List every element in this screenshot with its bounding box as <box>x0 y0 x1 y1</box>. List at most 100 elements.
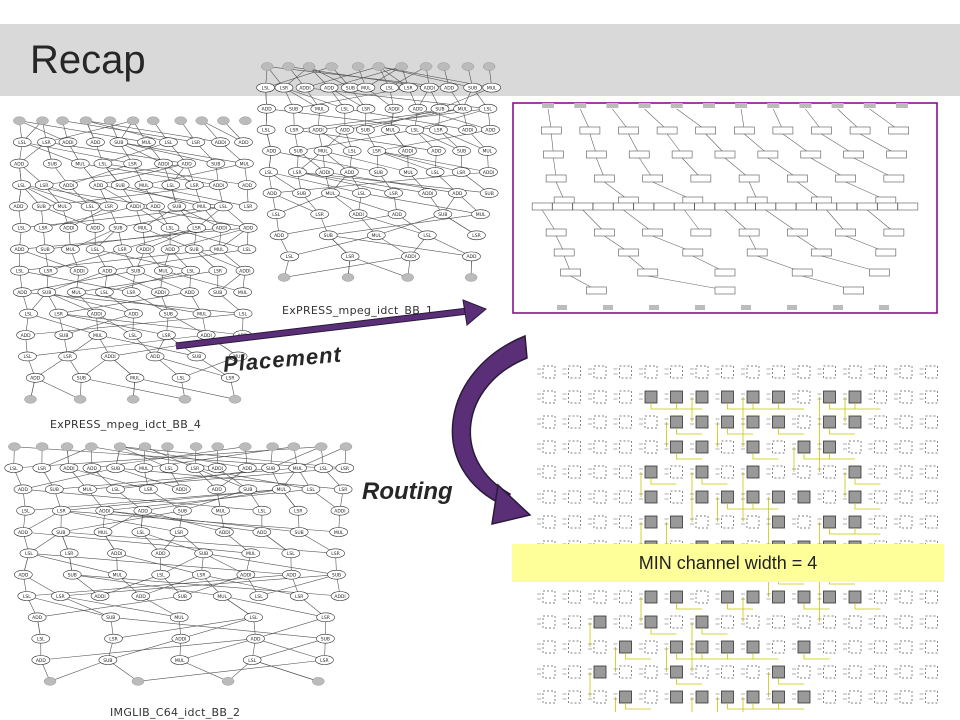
dfg-bb1-node: ADD <box>340 167 359 177</box>
placement-cell <box>883 228 905 237</box>
dfg-bb2-node: LSL <box>151 569 170 580</box>
dfg-bb2-node <box>60 442 74 451</box>
placement-cell <box>843 286 864 295</box>
routing-cell-active <box>721 640 734 654</box>
svg-text:ADD: ADD <box>93 183 104 189</box>
svg-text:SUB: SUB <box>59 333 68 339</box>
dfg-bb4-node <box>13 116 26 125</box>
routing-cell-active <box>797 690 811 704</box>
routing-cell-empty <box>874 390 887 404</box>
dfg-bb4-node: SUB <box>159 308 178 319</box>
svg-text:MUL: MUL <box>197 311 207 317</box>
placement-io-pad <box>603 305 613 310</box>
dfg-bb2-node: MUL <box>241 548 261 559</box>
dfg-bb1-node: SUB <box>288 146 308 156</box>
routing-cell-active <box>848 590 862 604</box>
dfg-bb1-node: ADDI <box>401 251 420 262</box>
dfg-bb4-node: LSL <box>233 308 253 319</box>
routing-cell-empty <box>746 665 760 679</box>
placement-cell <box>543 150 564 159</box>
dfg-bb1-node: LSL <box>335 103 355 114</box>
routing-cell-active <box>823 415 836 429</box>
dfg-bb4-node: MUL <box>154 265 173 276</box>
dfg-bb4-node: MUL <box>134 180 154 190</box>
routing-cell-empty <box>797 415 811 429</box>
svg-text:LSR: LSR <box>373 149 382 155</box>
dfg-bb1-node: SUB <box>433 209 453 219</box>
dfg-bb4-node: ADD <box>12 287 32 297</box>
dfg-bb2-node: ADDI <box>171 633 191 644</box>
svg-text:LSR: LSR <box>109 636 118 642</box>
svg-text:LSL: LSL <box>262 128 270 134</box>
svg-text:ADDI: ADDI <box>99 508 110 514</box>
svg-text:ADD: ADD <box>151 204 162 210</box>
dfg-bb2-node: LSR <box>315 655 334 665</box>
routing-cell-empty <box>874 490 887 504</box>
svg-text:LSL: LSL <box>25 311 33 317</box>
dfg-bb4-node <box>239 116 252 125</box>
svg-text:MUL: MUL <box>240 161 250 167</box>
placement-cell <box>811 126 832 135</box>
svg-text:ADDI: ADDI <box>154 290 165 296</box>
routing-label: Routing <box>362 478 453 505</box>
routing-cell-empty <box>670 490 683 504</box>
dfg-bb4-node: ADD <box>124 308 143 319</box>
dfg-bb2-node: LSL <box>242 655 262 665</box>
placement-cell <box>835 228 856 237</box>
routing-cell-empty <box>619 390 632 404</box>
svg-text:SUB: SUB <box>172 204 181 210</box>
routing-cell-empty <box>899 690 913 704</box>
routing-cell-empty <box>568 465 581 479</box>
dfg-bb4-node: LSL <box>10 265 29 276</box>
svg-text:LSL: LSL <box>18 140 26 146</box>
svg-text:LSR: LSR <box>38 466 47 472</box>
svg-text:ADD: ADD <box>17 290 28 296</box>
dfg-bb4-node: ADDI <box>135 244 155 255</box>
svg-text:LSR: LSR <box>362 107 371 113</box>
routing-cell-empty <box>925 640 938 654</box>
routing-cell-empty <box>542 490 556 504</box>
dfg-bb4-node: LSR <box>58 351 77 362</box>
dfg-bb4-node <box>228 395 242 404</box>
routing-cell-empty <box>542 465 556 479</box>
dfg-bb1-node: LSR <box>451 167 471 177</box>
placement-cell <box>869 268 890 277</box>
svg-text:LSL: LSL <box>320 466 328 472</box>
dfg-bb4-node: LSL <box>237 244 257 255</box>
dfg-bb4-node <box>103 116 117 125</box>
svg-text:MUL: MUL <box>403 170 413 176</box>
placement-cell <box>714 268 736 277</box>
routing-cell-empty <box>695 590 709 604</box>
svg-text:MUL: MUL <box>361 85 371 91</box>
svg-text:LSL: LSL <box>243 247 251 253</box>
svg-text:ADDI: ADDI <box>212 466 223 472</box>
dfg-bb4-node: ADD <box>10 244 29 255</box>
svg-text:LSL: LSL <box>386 85 394 91</box>
routing-cell-empty <box>823 490 836 504</box>
dfg-bb1-node <box>464 273 478 282</box>
dfg-bb4-node <box>217 116 230 125</box>
svg-text:ADD: ADD <box>150 354 161 360</box>
routing-cell-active <box>772 515 785 529</box>
dfg-bb1-node: ADDI <box>348 209 368 219</box>
svg-text:MUL: MUL <box>216 508 226 514</box>
svg-text:MUL: MUL <box>246 551 256 557</box>
svg-text:ADD: ADD <box>87 466 98 472</box>
placement-cell <box>682 248 704 257</box>
svg-text:LSL: LSL <box>167 183 175 189</box>
dfg-bb4-node: MUL <box>233 287 253 297</box>
routing-cell-empty <box>925 590 938 604</box>
routing-cell-active <box>670 640 683 654</box>
svg-text:SUB: SUB <box>346 85 355 91</box>
svg-text:ADD: ADD <box>18 572 29 578</box>
svg-text:LSR: LSR <box>128 161 137 167</box>
placement-cell <box>883 174 905 183</box>
placement-io-pad <box>649 305 659 310</box>
routing-cell-empty <box>568 665 581 679</box>
routing-cell-active <box>695 490 709 504</box>
dfg-bb2-node: LSR <box>51 591 70 601</box>
routing-cell-empty <box>772 440 785 454</box>
placement-cell <box>618 248 639 257</box>
svg-text:ADDI: ADDI <box>352 212 363 218</box>
routing-cell-empty <box>797 615 811 629</box>
